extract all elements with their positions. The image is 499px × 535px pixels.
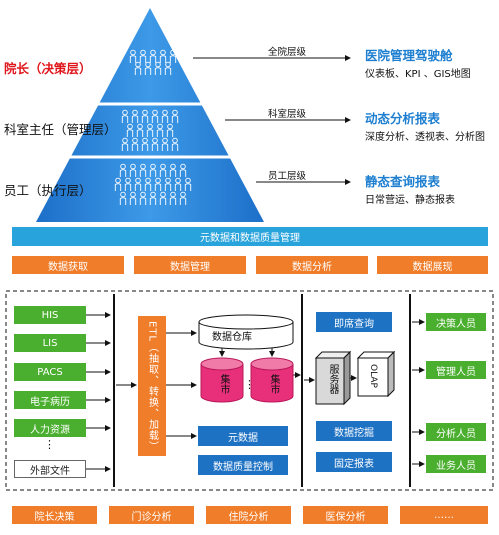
module-data-analysis: 数据分析 bbox=[256, 256, 368, 274]
mart-label-2: 集市 bbox=[268, 374, 279, 394]
mart-label-1: 集市 bbox=[218, 374, 229, 394]
user-decision-makers: 决策人员 bbox=[426, 313, 486, 331]
service-adhoc-query: 即席查询 bbox=[316, 312, 392, 332]
bottom-module-more: …… bbox=[400, 506, 488, 524]
source-hr: 人力资源 bbox=[14, 419, 86, 437]
role-label-staff: 员工（执行层） bbox=[4, 183, 92, 198]
tier-subtitle-3: 日常营运、静态报表 bbox=[365, 195, 455, 206]
tier-level-2: 科室层级 bbox=[268, 109, 307, 120]
bottom-module-outpatient: 门诊分析 bbox=[109, 506, 194, 524]
tier-subtitle-1: 仪表板、KPI 、GIS地图 bbox=[365, 69, 471, 80]
olap-box bbox=[356, 350, 396, 398]
module-data-management: 数据管理 bbox=[134, 256, 246, 274]
source-external-files: 外部文件 bbox=[14, 460, 86, 478]
tier-title-3: 静态查询报表 bbox=[365, 174, 441, 189]
metadata-quality-bar: 元数据和数据质量管理 bbox=[12, 227, 488, 246]
module-data-presentation: 数据展现 bbox=[377, 256, 488, 274]
server-box bbox=[314, 350, 352, 406]
etl-label: ETL（抽取、转换、加载） bbox=[146, 320, 158, 452]
source-emr: 电子病历 bbox=[14, 391, 86, 409]
data-warehouse-cylinder bbox=[198, 314, 294, 350]
sources-ellipsis: ⋮ bbox=[44, 438, 55, 451]
role-label-manager: 科室主任（管理层） bbox=[4, 122, 117, 137]
metadata-box: 元数据 bbox=[198, 426, 288, 446]
data-mart-cylinder-1 bbox=[200, 357, 244, 403]
tier-level-1: 全院层级 bbox=[268, 47, 307, 58]
bottom-module-insurance: 医保分析 bbox=[303, 506, 388, 524]
server-label: 服务器 bbox=[327, 364, 338, 394]
source-pacs: PACS bbox=[14, 363, 86, 381]
service-fixed-reports: 固定报表 bbox=[316, 452, 392, 472]
role-label-director: 院长（决策层） bbox=[4, 61, 92, 76]
tier-level-3: 员工层级 bbox=[268, 171, 307, 182]
etl-box: ETL（抽取、转换、加载） bbox=[138, 316, 166, 456]
bottom-module-director-decision: 院长决策 bbox=[12, 506, 97, 524]
pyramid-graphic bbox=[36, 8, 351, 222]
tier-subtitle-2: 深度分析、透视表、分析图 bbox=[365, 132, 485, 143]
tier-title-2: 动态分析报表 bbox=[365, 111, 441, 126]
user-analysts: 分析人员 bbox=[426, 423, 486, 441]
service-data-mining: 数据挖掘 bbox=[316, 421, 392, 441]
mart-ellipsis: ⋮ bbox=[244, 378, 255, 391]
tier-title-1: 医院管理驾驶舱 bbox=[365, 48, 453, 63]
user-managers: 管理人员 bbox=[426, 361, 486, 379]
bottom-module-inpatient: 住院分析 bbox=[206, 506, 291, 524]
source-lis: LIS bbox=[14, 334, 86, 352]
pyramid-shape bbox=[36, 8, 264, 222]
olap-label: OLAP bbox=[368, 364, 378, 388]
user-business-staff: 业务人员 bbox=[426, 455, 486, 473]
module-data-acquisition: 数据获取 bbox=[12, 256, 124, 274]
warehouse-label: 数据仓库 bbox=[212, 332, 252, 343]
quality-control-box: 数据质量控制 bbox=[198, 455, 288, 475]
source-his: HIS bbox=[14, 306, 86, 324]
data-mart-cylinder-2 bbox=[250, 357, 294, 403]
